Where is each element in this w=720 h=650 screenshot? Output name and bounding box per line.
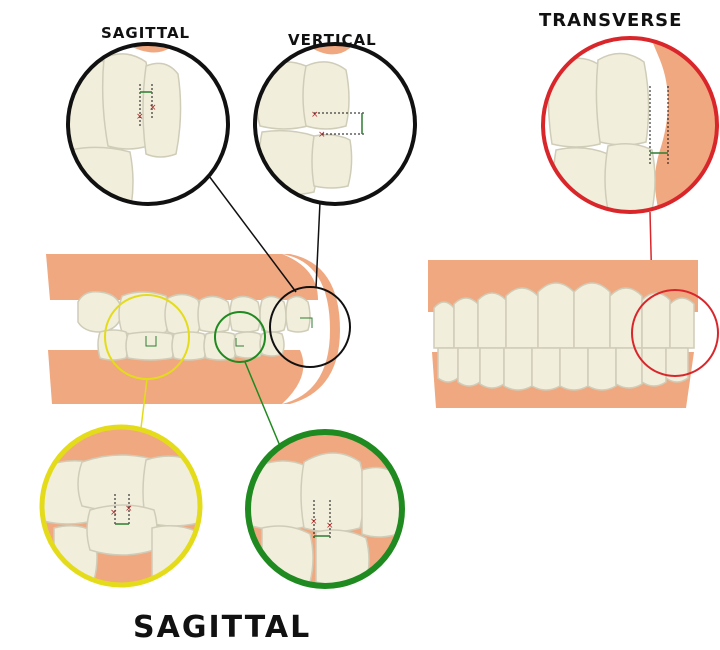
side-view-dentition [46, 254, 350, 404]
sagittal-zoom-top: × × [60, 40, 240, 214]
x-mark-icon: × [136, 112, 144, 122]
transverse-zoom [540, 36, 720, 217]
x-mark-icon: × [149, 103, 157, 113]
sagittal-zoom-yellow: × × [40, 426, 205, 588]
x-mark-icon: × [110, 508, 118, 518]
x-mark-icon: × [125, 504, 133, 514]
front-view-dentition [428, 260, 718, 408]
sagittal-bottom-label: SAGITTAL [133, 610, 311, 645]
sagittal-top-label: SAGITTAL [101, 24, 190, 42]
transverse-label: TRANSVERSE [539, 10, 682, 31]
vertical-label: VERTICAL [288, 31, 377, 49]
vertical-zoom: × × [250, 40, 430, 210]
x-mark-icon: × [310, 517, 318, 527]
sagittal-zoom-green: × × [246, 430, 406, 588]
x-mark-icon: × [311, 110, 319, 120]
x-mark-icon: × [326, 521, 334, 531]
x-mark-icon: × [318, 130, 326, 140]
